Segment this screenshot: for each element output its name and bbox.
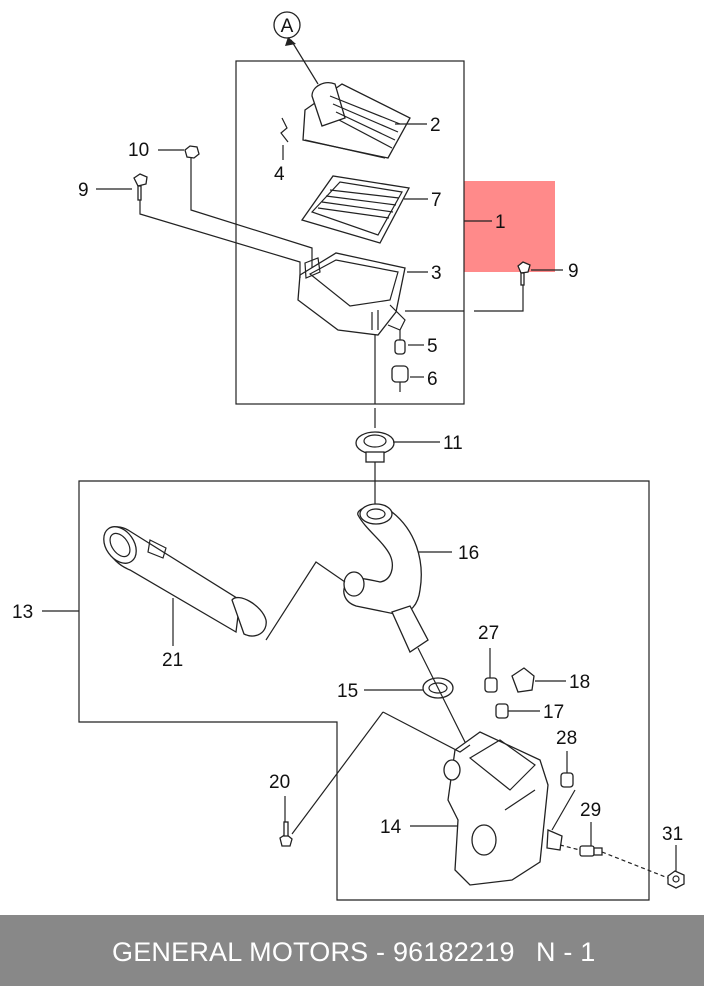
callout-2[interactable]: 2 <box>430 115 441 136</box>
callout-13[interactable]: 13 <box>12 602 33 623</box>
air-filter-element-part[interactable] <box>300 175 410 244</box>
clip-part[interactable] <box>280 117 289 143</box>
intake-duct-part-21[interactable] <box>97 521 267 637</box>
callout-15[interactable]: 15 <box>337 681 358 702</box>
mount-part-6[interactable] <box>391 365 409 383</box>
callout-29[interactable]: 29 <box>580 800 601 821</box>
callout-4[interactable]: 4 <box>274 164 285 185</box>
callout-18[interactable]: 18 <box>569 672 590 693</box>
nut-part-31[interactable] <box>667 870 685 889</box>
pin-part-27[interactable] <box>484 677 498 693</box>
nut-part-10[interactable] <box>184 145 200 159</box>
callout-7[interactable]: 7 <box>431 190 442 211</box>
resonator-part-14[interactable] <box>443 731 563 886</box>
callout-3[interactable]: 3 <box>431 263 442 284</box>
callout-6[interactable]: 6 <box>427 369 438 390</box>
seal-ring-part-11[interactable] <box>355 431 395 463</box>
svg-text:A: A <box>281 16 294 37</box>
bolt-part-29[interactable] <box>579 845 603 857</box>
callout-9-left[interactable]: 9 <box>78 180 89 201</box>
intake-hose-part-16[interactable] <box>343 503 429 653</box>
bolt-part-9-right[interactable] <box>517 261 531 286</box>
grommet-part-17[interactable] <box>495 703 509 719</box>
callout-17[interactable]: 17 <box>543 702 564 723</box>
intake-assembly-frame <box>78 480 650 901</box>
footer-bar: GENERAL MOTORS - 96182219 N - 1 <box>0 915 704 986</box>
callout-20[interactable]: 20 <box>269 772 290 793</box>
callout-31[interactable]: 31 <box>662 824 683 845</box>
callout-28[interactable]: 28 <box>556 728 577 749</box>
callout-14[interactable]: 14 <box>380 817 402 838</box>
callout-16[interactable]: 16 <box>458 543 479 564</box>
parts-diagram: A <box>12 11 685 901</box>
nut-part-28[interactable] <box>560 772 574 788</box>
callout-21[interactable]: 21 <box>162 650 183 671</box>
highlight-box-part-1[interactable] <box>464 181 555 272</box>
air-cleaner-cover-part[interactable] <box>302 82 411 159</box>
air-cleaner-assembly-frame <box>235 60 465 405</box>
mount-rubber-part-18[interactable] <box>511 667 535 693</box>
air-cleaner-housing-part[interactable] <box>297 252 406 336</box>
callout-9-right[interactable]: 9 <box>568 261 579 282</box>
callout-1[interactable]: 1 <box>495 212 506 233</box>
callout-10[interactable]: 10 <box>128 140 149 161</box>
bolt-part-9-left[interactable] <box>133 173 148 201</box>
bolt-part-20[interactable] <box>279 821 293 847</box>
callout-11[interactable]: 11 <box>443 433 463 454</box>
view-a-marker[interactable]: A <box>273 11 319 85</box>
grommet-part-5[interactable] <box>394 339 406 355</box>
callout-5[interactable]: 5 <box>427 336 438 357</box>
footer-brand-part-number: GENERAL MOTORS - 96182219 <box>112 937 515 967</box>
callout-27[interactable]: 27 <box>478 623 499 644</box>
footer-page-number: N - 1 <box>536 937 596 967</box>
